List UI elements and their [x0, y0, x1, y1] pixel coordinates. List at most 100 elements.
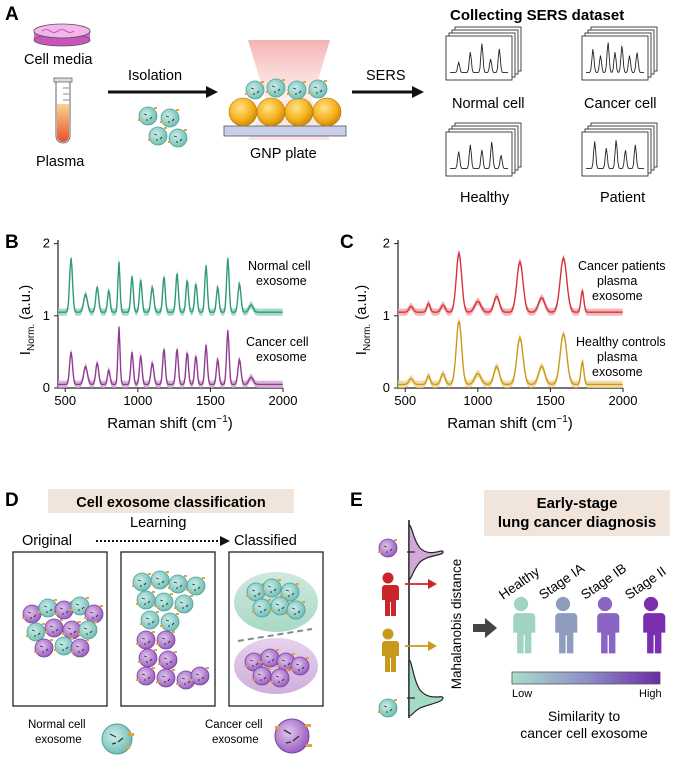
- panel-c-letter: C: [340, 232, 354, 253]
- chartB-xtick-label-500: 500: [54, 393, 76, 408]
- panel-b-xlabel: Raman shift (cm−1): [107, 414, 233, 432]
- panel-a: A Cell media Plasma Isolation: [5, 4, 658, 206]
- gnp-plate-label: GNP plate: [250, 146, 317, 162]
- svg-text:INorm.(a.u.): INorm.(a.u.): [353, 285, 373, 355]
- panel-b-series-1-line1: Normal cell: [248, 259, 311, 273]
- panel-b-series-2-line2: exosome: [256, 350, 307, 364]
- label-original: Original: [22, 533, 72, 549]
- chartC-line-2: [398, 320, 623, 386]
- chartB-ytick-label-0: 0: [43, 380, 50, 395]
- gradient-low-label: Low: [512, 688, 532, 700]
- cancer-exosome-icon: [274, 718, 312, 754]
- sers-arrow: [352, 86, 424, 98]
- stage-person-3: [594, 596, 620, 654]
- panel-e-letter: E: [350, 490, 363, 511]
- test-tube-icon: [53, 77, 73, 144]
- patient-arrow: [405, 579, 437, 589]
- panel-a-letter: A: [5, 4, 19, 25]
- normal-exosome-icon: [101, 723, 134, 755]
- healthy-person-icon: [380, 628, 399, 672]
- decision-boundary: [237, 628, 313, 642]
- similarity-gradient-bar: [511, 671, 661, 685]
- chartC-xtick-label-1000: 1000: [463, 393, 492, 408]
- patient-person-icon: [380, 572, 399, 616]
- chartC-ytick-label-2: 2: [383, 236, 390, 251]
- panel-d-title: Cell exosome classification: [76, 495, 265, 511]
- panel-d: D Cell exosome classification Original L…: [5, 489, 324, 755]
- chartC-line-1: [398, 250, 623, 313]
- panel-e-title-bg: [484, 490, 670, 536]
- panel-c-series-1-line1: Cancer patients: [578, 259, 666, 273]
- stage-label-ib: Stage IB: [578, 560, 629, 602]
- chartC-xtick-label-500: 500: [394, 393, 416, 408]
- spectra-stack-1: [445, 26, 522, 81]
- exosome-cluster-icon: [137, 106, 188, 148]
- chartC-xtick-label-1500: 1500: [536, 393, 565, 408]
- stage-people: [510, 596, 666, 654]
- chartB-ytick-label-2: 2: [43, 236, 50, 251]
- normal-exosome-label-line1: Normal cell: [28, 719, 86, 731]
- chartC-band-2: [398, 317, 623, 388]
- panel-c-xlabel: Raman shift (cm−1): [447, 414, 573, 432]
- chartC-ytick-label-0: 0: [383, 380, 390, 395]
- chartB-ytick-label-1: 1: [43, 308, 50, 323]
- cell-media-label: Cell media: [24, 52, 93, 68]
- chartC-ytick-label-1: 1: [383, 308, 390, 323]
- panel-e-title-line2: lung cancer diagnosis: [498, 514, 656, 531]
- learning-arrow: [96, 536, 230, 546]
- panel-e: E Early-stage lung cancer diagnosis: [350, 490, 670, 741]
- svg-text:INorm.(a.u.): INorm.(a.u.): [17, 285, 37, 355]
- panel-d-letter: D: [5, 490, 19, 511]
- similarity-label-line1: Similarity to: [548, 708, 621, 724]
- spectra-stacks: [445, 26, 658, 177]
- chartB-line-2: [58, 326, 283, 386]
- spectrum-label-normal-cell: Normal cell: [452, 96, 525, 112]
- chartB-line-1: [58, 257, 283, 313]
- panel-c-series-2-line2: plasma: [597, 350, 637, 364]
- normal-exosome-label-line2: exosome: [35, 734, 82, 746]
- spectrum-label-patient: Patient: [600, 190, 645, 206]
- stage-person-2: [552, 596, 578, 654]
- mahalanobis-axis: [377, 520, 444, 718]
- sers-label: SERS: [366, 68, 406, 84]
- panel-c-series-1-line2: plasma: [597, 274, 637, 288]
- label-learning: Learning: [130, 515, 186, 531]
- label-classified: Classified: [234, 533, 297, 549]
- panel-b-series-1-line2: exosome: [256, 274, 307, 288]
- chartB-xtick-label-2000: 2000: [269, 393, 298, 408]
- panel-e-title-line1: Early-stage: [537, 495, 618, 512]
- chartC-xtick-label-2000: 2000: [609, 393, 638, 408]
- panel-d-title-bg: [48, 489, 294, 513]
- stage-label-healthy: Healthy: [496, 564, 542, 603]
- cancer-exosome-label-line1: Cancer cell: [205, 719, 263, 731]
- chartB-xtick-label-1500: 1500: [196, 393, 225, 408]
- stage-label-ia: Stage IA: [536, 560, 587, 602]
- spectra-stack-4: [581, 122, 658, 177]
- axis-label-mahalanobis: Mahalanobis distance: [449, 559, 464, 690]
- panel-c: C 500 1000 1500 2000 0 1 2 Cancer patients pla…: [340, 232, 666, 432]
- spectrum-label-healthy: Healthy: [460, 190, 510, 206]
- panel-b-ylabel: INorm.(a.u.): [17, 285, 37, 355]
- gnp-plate-icon: [223, 40, 347, 140]
- isolation-label: Isolation: [128, 68, 182, 84]
- stage-person-1: [510, 596, 536, 654]
- big-arrow: [473, 618, 497, 638]
- petri-dish-icon: [33, 23, 91, 47]
- panel-c-ylabel: INorm.(a.u.): [353, 285, 373, 355]
- chartB-xtick-label-1000: 1000: [123, 393, 152, 408]
- chartB-band-2: [58, 323, 283, 388]
- panel-c-series-1-line3: exosome: [592, 289, 643, 303]
- stage-person-4: [640, 596, 666, 654]
- panel-b: B 500 1000 1500 2000 0 1 2 Normal cell exosome…: [5, 232, 311, 432]
- cancer-exosome-label-line2: exosome: [212, 734, 259, 746]
- panel-b-letter: B: [5, 232, 19, 253]
- panel-c-series-2-line3: exosome: [592, 365, 643, 379]
- chart-b: 500 1000 1500 2000 0 1 2: [43, 236, 298, 408]
- gradient-high-label: High: [639, 688, 662, 700]
- chartB-band-1: [58, 254, 283, 316]
- dataset-title: Collecting SERS dataset: [450, 7, 624, 24]
- panel-b-series-2-line1: Cancer cell: [246, 335, 309, 349]
- panel-c-series-2-line1: Healthy controls: [576, 335, 666, 349]
- spectra-stack-3: [445, 122, 522, 177]
- healthy-arrow: [405, 641, 437, 651]
